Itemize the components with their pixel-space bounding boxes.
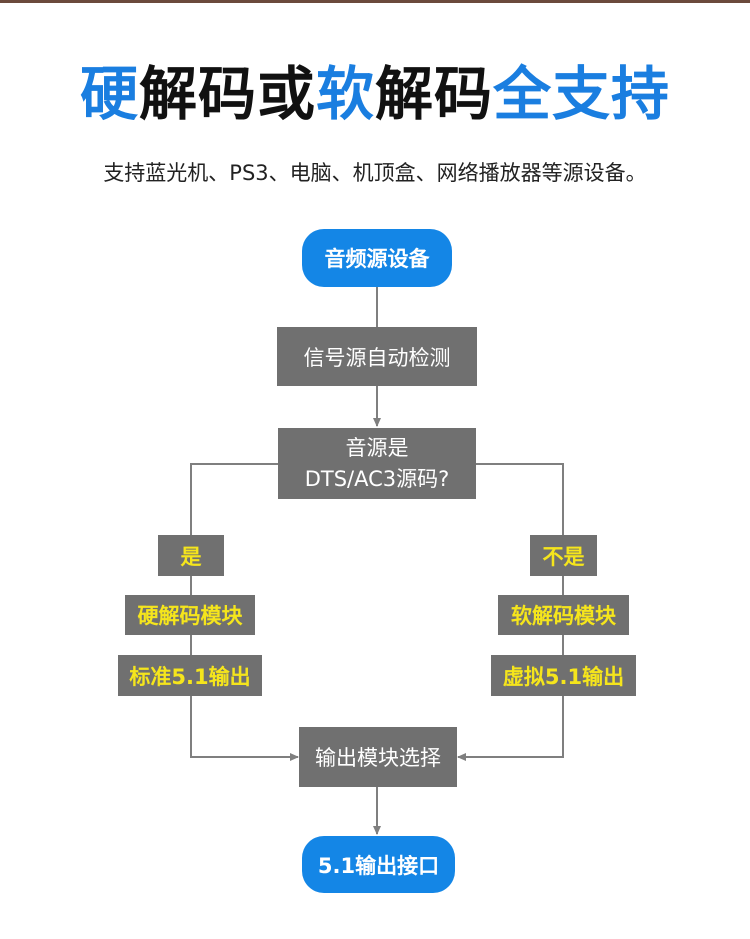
node-standard-51-output: 标准5.1输出 <box>118 655 262 696</box>
connector-decision-to-yes <box>190 463 278 535</box>
title-part-decode-or: 解码或 <box>138 60 316 128</box>
title-part-decode: 解码 <box>375 60 494 128</box>
node-no-label: 不是 <box>530 535 597 576</box>
node-signal-detect: 信号源自动检测 <box>277 327 477 386</box>
title-part-soft: 软 <box>315 60 375 128</box>
decision-line-2: DTS/AC3源码? <box>304 466 450 491</box>
title-part-full-support: 全支持 <box>493 60 671 128</box>
node-start-audio-source: 音频源设备 <box>302 229 452 287</box>
title-part-hard: 硬 <box>79 60 139 128</box>
top-border-line <box>0 0 750 3</box>
node-decision-dts-ac3: 音源是 DTS/AC3源码? <box>278 428 476 499</box>
node-end-51-output-port: 5.1输出接口 <box>302 836 455 893</box>
node-hard-decode-module: 硬解码模块 <box>125 595 255 635</box>
connector-virtual-to-select <box>457 696 564 761</box>
decision-line-1: 音源是 <box>345 435 409 460</box>
node-output-module-select: 输出模块选择 <box>299 727 457 787</box>
node-virtual-51-output: 虚拟5.1输出 <box>491 655 636 696</box>
node-yes-label: 是 <box>158 535 224 576</box>
page-title: 硬解码或软解码全支持 <box>0 58 750 130</box>
node-soft-decode-module: 软解码模块 <box>498 595 629 635</box>
page-subtitle: 支持蓝光机、PS3、电脑、机顶盒、网络播放器等源设备。 <box>103 161 647 185</box>
connector-standard-to-select <box>190 696 299 761</box>
connector-decision-to-no <box>476 463 564 535</box>
